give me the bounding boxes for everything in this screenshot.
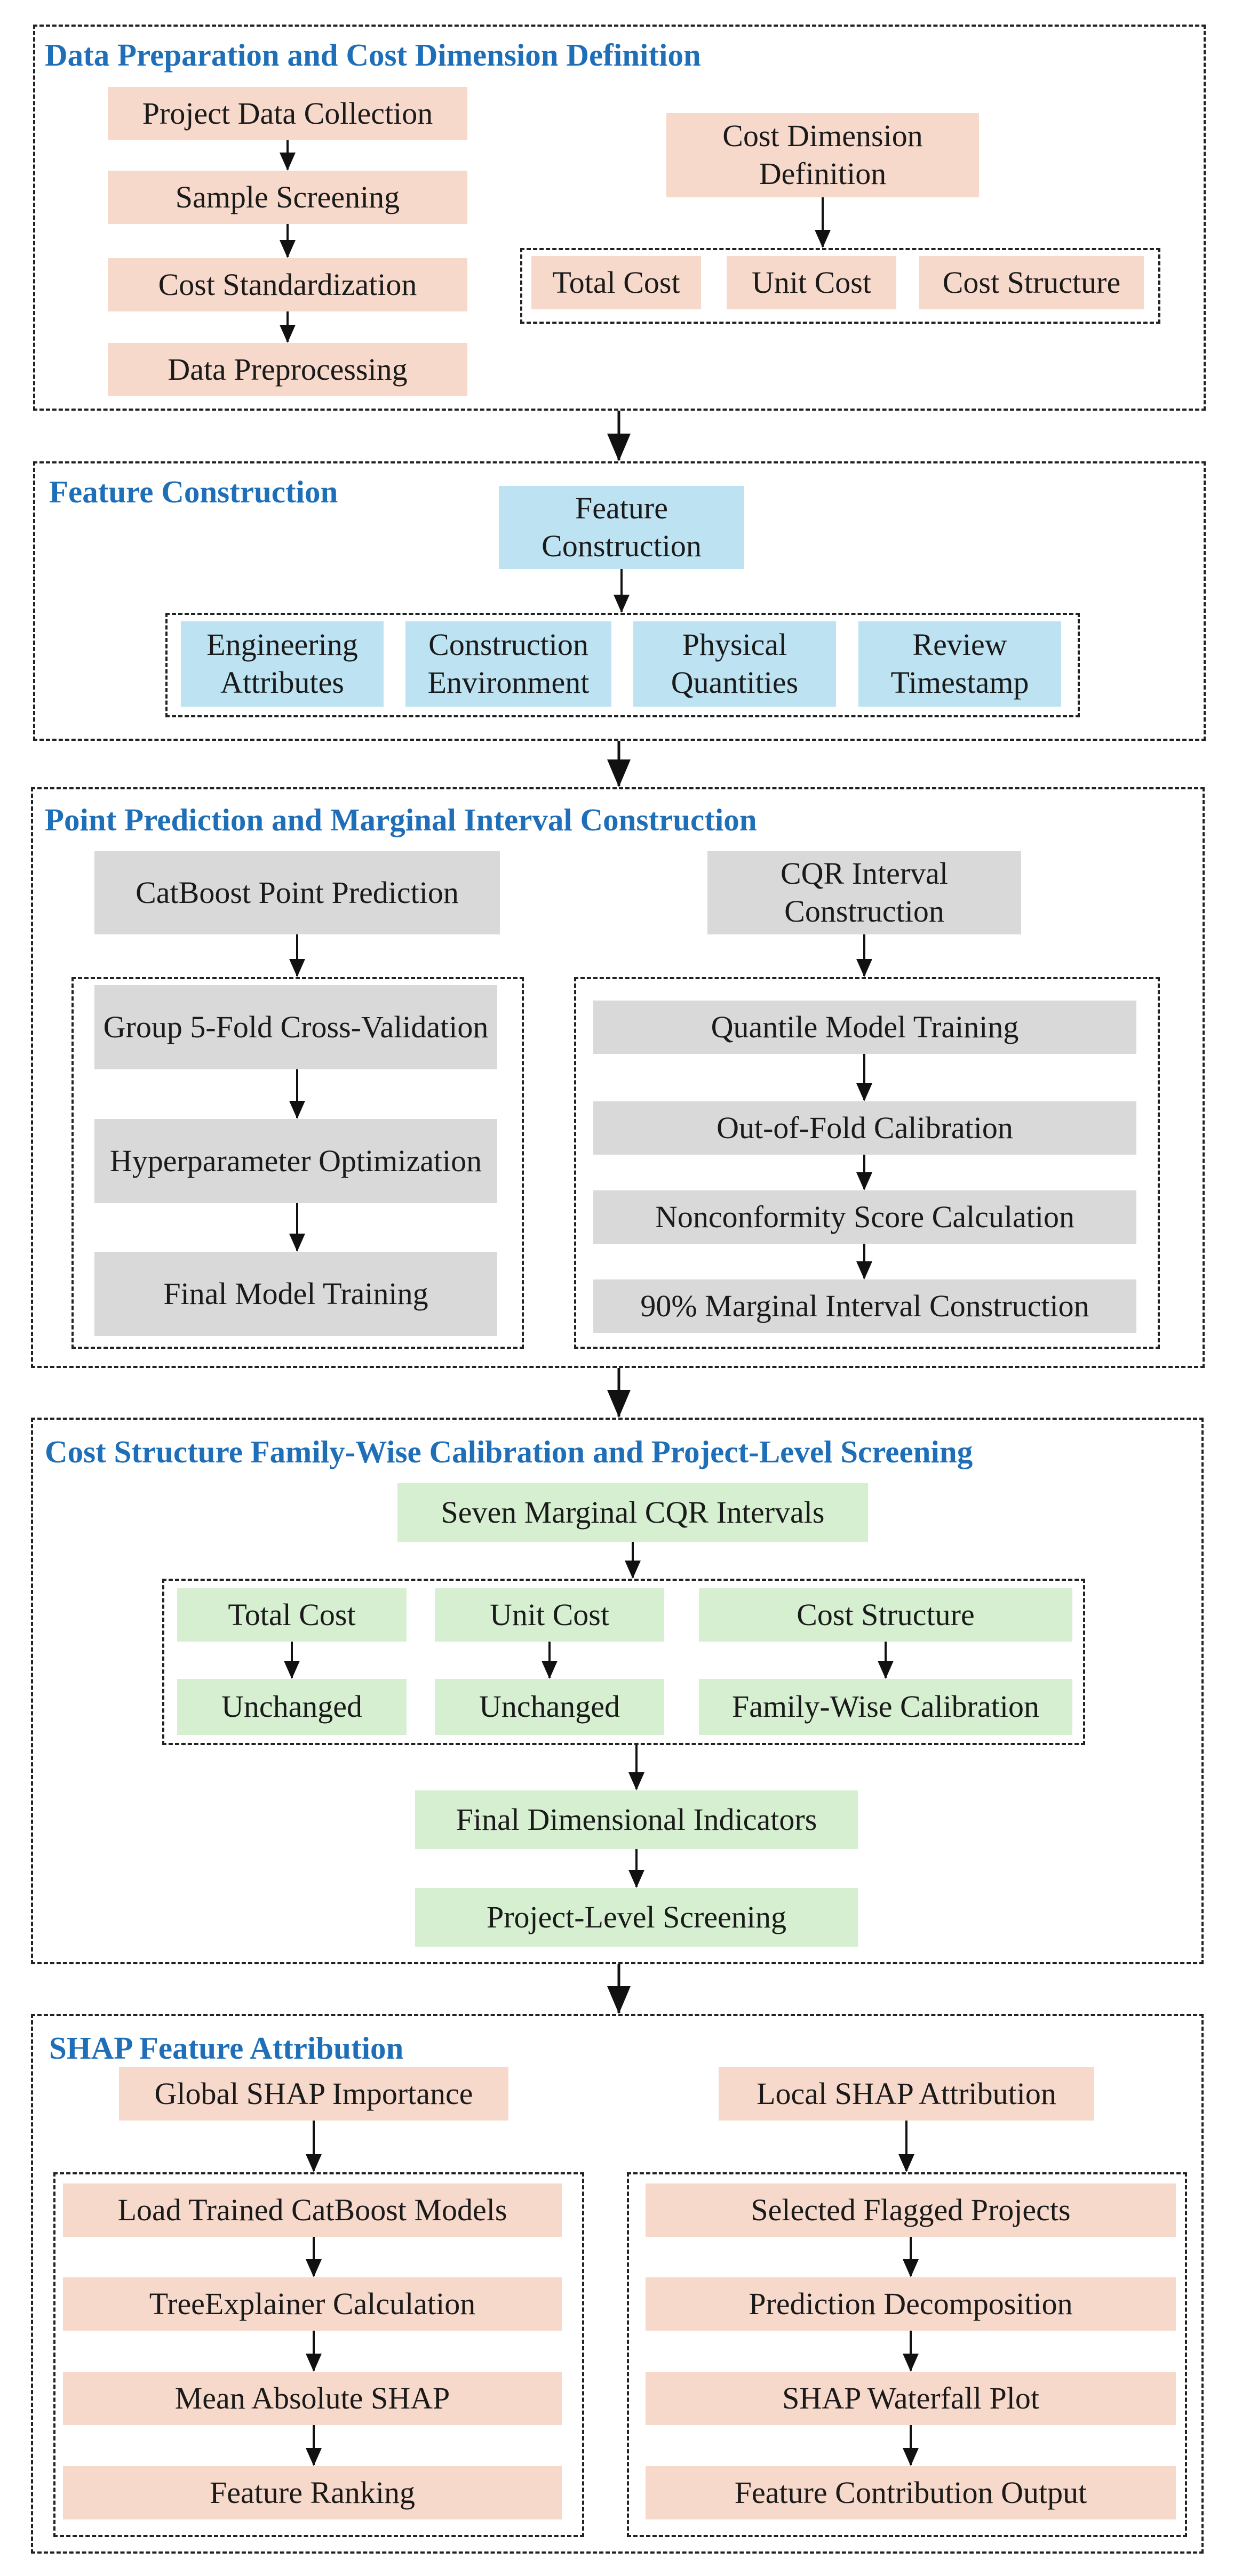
family-wise-calibration: Family-Wise Calibration <box>699 1679 1072 1735</box>
out-of-fold-calibration: Out-of-Fold Calibration <box>593 1101 1136 1155</box>
seven-marginal-cqr-intervals: Seven Marginal CQR Intervals <box>397 1483 868 1542</box>
total-cost-unchanged: Unchanged <box>177 1679 407 1735</box>
feature-review-timestamp: Review Timestamp <box>858 621 1061 707</box>
local-shap-attribution: Local SHAP Attribution <box>719 2067 1094 2121</box>
step-project-data-collection: Project Data Collection <box>108 87 467 140</box>
dimension-total-cost: Total Cost <box>531 256 701 309</box>
stage5-title: SHAP Feature Attribution <box>49 2030 404 2066</box>
stage2-frame <box>33 461 1206 741</box>
final-model-training: Final Model Training <box>94 1252 497 1336</box>
stage4-frame <box>31 1418 1204 1964</box>
stage4-cost-structure: Cost Structure <box>699 1588 1072 1642</box>
stage5-frame <box>31 2014 1204 2554</box>
local-steps-group <box>627 2172 1187 2537</box>
feature-construction-main: Feature Construction <box>499 486 744 569</box>
step-data-preprocessing: Data Preprocessing <box>108 343 467 396</box>
hyperparameter-optimization: Hyperparameter Optimization <box>94 1119 497 1203</box>
stage1-title: Data Preparation and Cost Dimension Defi… <box>45 37 701 73</box>
dimension-cost-structure: Cost Structure <box>919 256 1144 309</box>
selected-flagged-projects: Selected Flagged Projects <box>646 2183 1176 2237</box>
feature-ranking: Feature Ranking <box>63 2466 562 2519</box>
cost-dimension-definition: Cost Dimension Definition <box>666 113 979 197</box>
nonconformity-score-calculation: Nonconformity Score Calculation <box>593 1190 1136 1244</box>
feature-construction-environment: Construction Environment <box>405 621 611 707</box>
mean-absolute-shap: Mean Absolute SHAP <box>63 2372 562 2425</box>
features-group <box>165 613 1080 717</box>
catboost-point-prediction: CatBoost Point Prediction <box>94 851 500 934</box>
load-trained-catboost-models: Load Trained CatBoost Models <box>63 2183 562 2237</box>
stage4-title: Cost Structure Family-Wise Calibration a… <box>45 1434 973 1469</box>
stage3-title: Point Prediction and Marginal Interval C… <box>45 802 757 837</box>
dimension-unit-cost: Unit Cost <box>727 256 896 309</box>
shap-waterfall-plot: SHAP Waterfall Plot <box>646 2372 1176 2425</box>
stage1-frame <box>33 25 1206 411</box>
prediction-decomposition: Prediction Decomposition <box>646 2277 1176 2331</box>
stage2-title: Feature Construction <box>49 474 338 509</box>
cqr-interval-construction: CQR Interval Construction <box>707 851 1021 934</box>
unit-cost-unchanged: Unchanged <box>435 1679 664 1735</box>
dimension-treatment-group <box>162 1579 1085 1745</box>
feature-contribution-output: Feature Contribution Output <box>646 2466 1176 2519</box>
treeexplainer-calculation: TreeExplainer Calculation <box>63 2277 562 2331</box>
project-level-screening: Project-Level Screening <box>415 1888 858 1947</box>
stage4-unit-cost: Unit Cost <box>435 1588 664 1642</box>
stage3-frame <box>31 787 1205 1368</box>
catboost-steps-group <box>71 977 524 1349</box>
global-steps-group <box>53 2172 584 2537</box>
quantile-model-training: Quantile Model Training <box>593 1001 1136 1054</box>
stage4-total-cost: Total Cost <box>177 1588 407 1642</box>
final-dimensional-indicators: Final Dimensional Indicators <box>415 1790 858 1849</box>
step-sample-screening: Sample Screening <box>108 171 467 224</box>
feature-physical-quantities: Physical Quantities <box>633 621 836 707</box>
cost-dimensions-group <box>520 248 1160 324</box>
cqr-steps-group <box>574 977 1160 1349</box>
marginal-interval-construction: 90% Marginal Interval Construction <box>593 1279 1136 1333</box>
step-cost-standardization: Cost Standardization <box>108 258 467 311</box>
global-shap-importance: Global SHAP Importance <box>119 2067 508 2121</box>
feature-engineering-attributes: Engineering Attributes <box>181 621 384 707</box>
group-5-fold-cross-validation: Group 5-Fold Cross-Validation <box>94 985 497 1069</box>
